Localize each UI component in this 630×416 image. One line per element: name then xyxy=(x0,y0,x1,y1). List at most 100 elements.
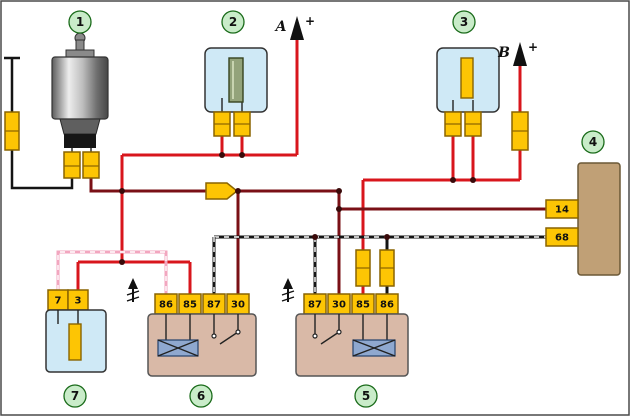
block4-pin-68: 68 xyxy=(545,227,579,247)
junction-dot xyxy=(312,234,318,240)
component-7-switch: 7 3 xyxy=(45,289,107,373)
terminal-b-polarity: + xyxy=(528,40,538,54)
terminal-b: B + xyxy=(497,40,538,66)
motor-body xyxy=(51,56,109,120)
callout-4-label: 4 xyxy=(589,135,597,149)
relay5-pin-85: 85 xyxy=(351,293,375,315)
callout-7: 7 xyxy=(63,384,87,408)
junction-dot xyxy=(119,259,125,265)
relay6-pin-86: 86 xyxy=(154,293,178,315)
junction-dot xyxy=(235,188,241,194)
ground-symbol-1 xyxy=(126,278,140,302)
fuse3-element xyxy=(460,57,474,99)
motor-base-band xyxy=(64,134,96,148)
inline-connector xyxy=(205,182,239,200)
relay5-pin-30-label: 30 xyxy=(332,300,346,311)
relay5-body xyxy=(295,313,409,377)
callout-5: 5 xyxy=(354,384,378,408)
block4-pin-68-terminal xyxy=(545,227,579,247)
relay6-contact-point-30 xyxy=(235,329,241,335)
relay6-pin-87-label: 87 xyxy=(207,300,221,311)
callout-2-label: 2 xyxy=(229,15,237,29)
ground-symbol-1-hatch-1 xyxy=(126,290,140,296)
junction-dot xyxy=(119,188,125,194)
relay6-contact-arm xyxy=(219,331,239,345)
fuse2-element xyxy=(228,57,244,103)
callout-2-circle xyxy=(221,10,245,34)
callout-1-label: 1 xyxy=(76,15,84,29)
relay6-pin-87: 87 xyxy=(202,293,226,315)
terminal-a: A + xyxy=(274,14,315,40)
terminal-b-arrow-icon xyxy=(513,42,527,66)
relay5-contact-arm xyxy=(320,331,340,345)
motor-lower-housing xyxy=(59,118,101,135)
switch7-pin-3-label: 3 xyxy=(75,296,82,307)
junction-dot xyxy=(219,152,225,158)
terminal-a-label: A xyxy=(274,19,287,35)
junction-dot xyxy=(239,152,245,158)
relay6-coil-hatch-2 xyxy=(157,339,199,357)
component-5-relay: 87 30 85 86 xyxy=(295,293,409,377)
callout-6-circle xyxy=(189,384,213,408)
relay6-body xyxy=(147,313,257,377)
junction-dot xyxy=(470,177,476,183)
callout-7-circle xyxy=(63,384,87,408)
block4-body xyxy=(577,162,621,276)
block4-pin-14-terminal xyxy=(545,199,579,219)
relay5-pin-85-label: 85 xyxy=(356,300,370,311)
component-4-block: 14 68 xyxy=(545,162,621,276)
switch7-element xyxy=(68,323,82,361)
block4-pin-14: 14 xyxy=(545,199,579,219)
callout-5-label: 5 xyxy=(362,389,370,403)
relay5-pin-86: 86 xyxy=(375,293,399,315)
junction-dots xyxy=(119,152,476,265)
switch7-pin-7-label: 7 xyxy=(55,296,62,307)
ground-symbol-2-hatch-2 xyxy=(281,296,295,302)
motor-connector-right xyxy=(82,151,100,179)
relay5-contact-point-30 xyxy=(336,329,342,335)
component-2-fuse xyxy=(204,47,268,137)
relay5-contact-point-87 xyxy=(312,333,318,339)
ground-symbol-2-arrowhead xyxy=(283,278,293,289)
motor-connector-left xyxy=(63,151,81,179)
wires-layer xyxy=(4,40,546,294)
relay6-contact-point-87 xyxy=(211,333,217,339)
ground-symbol-1-hatch-2 xyxy=(126,296,140,302)
connectors-layer xyxy=(4,111,529,287)
callout-1: 1 xyxy=(68,10,92,34)
relay5-pin-30: 30 xyxy=(327,293,351,315)
callout-1-circle xyxy=(68,10,92,34)
callout-6-label: 6 xyxy=(197,389,205,403)
block4-pin-68-label: 68 xyxy=(555,233,569,244)
relay6-pin-86-label: 86 xyxy=(159,300,173,311)
wire-motor-run xyxy=(89,178,206,193)
component-1-motor xyxy=(51,32,109,179)
relay6-pin-30-label: 30 xyxy=(231,300,245,311)
junction-dot xyxy=(450,177,456,183)
relay5-pin-87: 87 xyxy=(303,293,327,315)
callout-3-circle xyxy=(452,10,476,34)
callout-6: 6 xyxy=(189,384,213,408)
junction-dot xyxy=(336,206,342,212)
wire-switch7-pin7-stripe xyxy=(57,251,167,294)
junction-dot xyxy=(336,188,342,194)
ground-symbol-2-hatch-1 xyxy=(281,290,295,296)
block4-pin-14-label: 14 xyxy=(555,205,569,216)
relay6-pin-30: 30 xyxy=(226,293,250,315)
switch7-pin-7: 7 xyxy=(47,289,69,311)
component-6-relay: 86 85 87 30 xyxy=(147,293,257,377)
relay6-pin-85-label: 85 xyxy=(183,300,197,311)
callout-3: 3 xyxy=(452,10,476,34)
junction-dot xyxy=(384,234,390,240)
ground-symbol-1-arrowhead xyxy=(128,278,138,289)
relay5-coil-hatch-2 xyxy=(352,339,396,357)
relay5-pin-87-label: 87 xyxy=(308,300,322,311)
component-3-fuse xyxy=(436,47,500,137)
ground-symbol-2 xyxy=(281,278,295,302)
switch7-pin-3: 3 xyxy=(67,289,89,311)
relay5-pin-86-label: 86 xyxy=(380,300,394,311)
terminal-a-arrow-icon xyxy=(290,16,304,40)
callout-4: 4 xyxy=(581,130,605,154)
